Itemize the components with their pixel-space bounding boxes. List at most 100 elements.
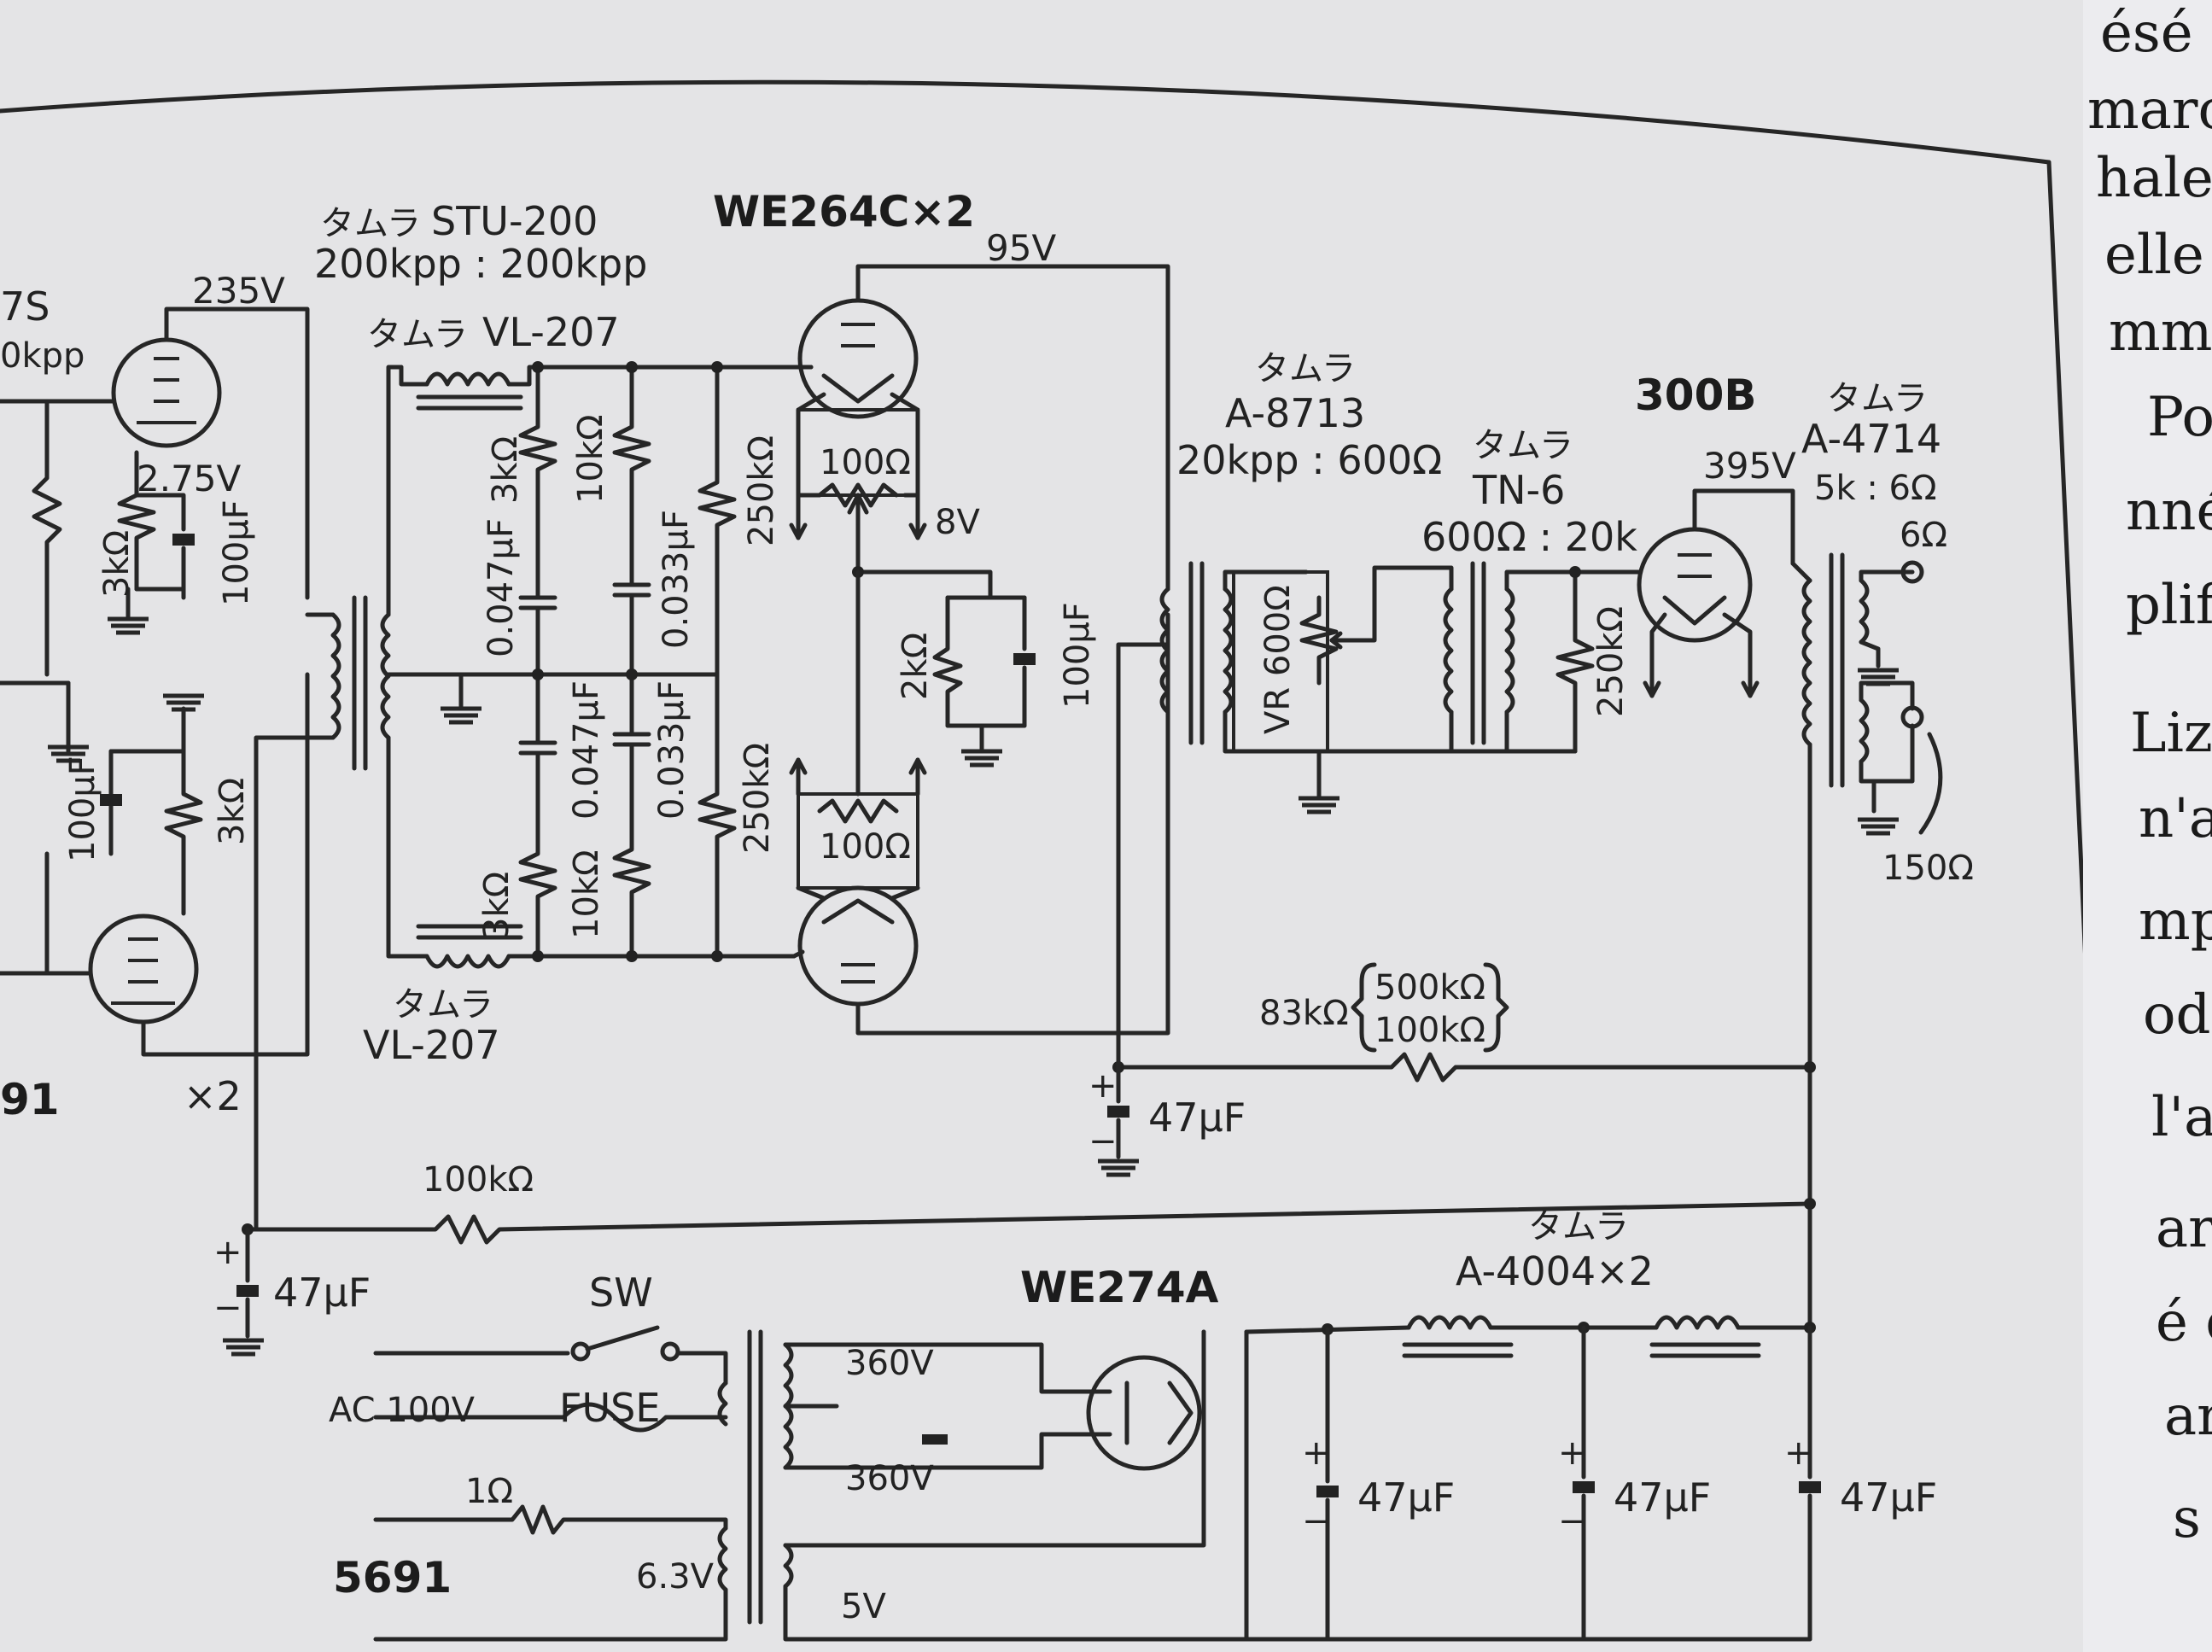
rectifier-label: WE274A (1020, 1263, 1219, 1312)
facing-line: elle (2104, 224, 2204, 287)
output-stage: 300B 395V タムラ A-4714 5k : 6Ω 6Ω 150Ω (1635, 371, 1974, 1343)
r-500k: 500kΩ (1374, 968, 1485, 1007)
c-47-fb: 47μF (1148, 1095, 1246, 1141)
tube-multiplier: ×2 (184, 1073, 242, 1119)
facing-line: mmerc (2109, 301, 2212, 364)
a4714-model: A-4714 (1801, 416, 1941, 462)
facing-line: n'a (2139, 787, 2212, 850)
facing-line: Pour (2147, 386, 2212, 449)
voltage-360b: 360V (845, 1459, 934, 1498)
tap-6: 6Ω (1900, 516, 1947, 555)
r-100-top: 100Ω (820, 443, 911, 482)
vr-600: VR 600Ω (1258, 585, 1298, 734)
transformer-a8713: タムラ A-8713 20kpp : 600Ω VR 600Ω (1116, 349, 1578, 1036)
voltage-360a: 360V (845, 1344, 934, 1383)
tn6-model: TN-6 (1472, 467, 1565, 513)
page-top-rule (0, 79, 2051, 165)
rc-network: 3kΩ 10kΩ 0.047μF 0.033μF 250kΩ 0.047μF 0… (441, 361, 781, 962)
facing-line: an (2164, 1385, 2212, 1448)
plus-sign-psu2: + (1558, 1433, 1587, 1473)
r-3k-b: 3kΩ (213, 778, 252, 845)
c-47-psu3: 47μF (1840, 1474, 1937, 1521)
a8713-model: A-8713 (1225, 390, 1365, 436)
c-100-a: 100μF (217, 499, 256, 606)
tn6-maker: タムラ (1473, 426, 1573, 465)
facing-line: plific (2126, 574, 2212, 637)
plus-sign-left: + (213, 1233, 242, 1272)
vl207-bottom-maker: タムラ (393, 985, 493, 1024)
voltage-2-75: 2.75V (137, 458, 242, 499)
r-250k-tn: 250kΩ (1591, 606, 1631, 717)
facing-line: s (2173, 1487, 2201, 1550)
r-100k-fb: 100kΩ (1374, 1011, 1485, 1050)
choke-top: タムラ VL-207 (367, 309, 814, 411)
c-100-b: 100μF (63, 756, 102, 862)
a8713-maker: タムラ (1255, 349, 1356, 388)
a4004-maker: タムラ (1528, 1207, 1629, 1246)
voltage-8: 8V (935, 503, 980, 542)
r-1: 1Ω (465, 1472, 513, 1511)
facing-line: mpo (2139, 890, 2212, 953)
tap-150: 150Ω (1882, 849, 1974, 888)
minus-sign-psu1: − (1302, 1502, 1331, 1541)
output-label: 300B (1635, 371, 1756, 420)
driver-label: WE264C×2 (713, 187, 975, 236)
voltage-235: 235V (192, 270, 285, 312)
r-250k-bot: 250kΩ (738, 743, 777, 854)
plus-sign-fb: + (1088, 1066, 1118, 1106)
plus-sign-psu3: + (1784, 1433, 1813, 1473)
stu200-ratio: 200kpp : 200kpp (314, 241, 647, 287)
a4714-maker: タムラ (1827, 379, 1928, 418)
voltage-5: 5V (841, 1587, 886, 1626)
c-033-bot: 0.033μF (652, 680, 692, 820)
switch-label: SW (589, 1270, 653, 1316)
c-047-top: 0.047μF (482, 518, 521, 657)
tube-load-top: 0kpp (0, 336, 85, 376)
a4004-model: A-4004×2 (1456, 1248, 1654, 1294)
rectifier-tube (1086, 1355, 1202, 1471)
c-100-mid: 100μF (1058, 602, 1097, 709)
facing-line: ésé (2100, 2, 2193, 65)
facing-page-text: ésé marche haleure elle mmerc Pour nné l… (2087, 2, 2212, 1550)
driver-stage: WE264C×2 95V 100Ω 8V 2kΩ 100μF 100Ω (713, 187, 1170, 1036)
voltage-395: 395V (1703, 445, 1796, 487)
input-stage: 7S 0kpp 235V 2.75V 3kΩ 100μF 100μF 3kΩ 9… (0, 270, 310, 1124)
r-100-bot: 100Ω (820, 827, 911, 867)
vl207-top-maker: タムラ (367, 315, 468, 354)
r-83k: 83kΩ (1259, 994, 1349, 1033)
voltage-95: 95V (986, 227, 1056, 269)
tube-label-top: 7S (0, 283, 50, 330)
stu200-model: STU-200 (431, 198, 598, 244)
tn6-ratio: 600Ω : 20k (1421, 514, 1637, 560)
facing-line: Liz (2130, 702, 2212, 765)
a8713-ratio: 20kpp : 600Ω (1176, 437, 1442, 483)
interstage-transformer: タムラ STU-200 200kpp : 200kpp (254, 198, 647, 1057)
r-10k-top: 10kΩ (571, 414, 610, 504)
r-100k-psu: 100kΩ (423, 1160, 534, 1200)
bplus-rails: + − 47μF 83kΩ 500kΩ 100kΩ + − 47μF 100kΩ (213, 962, 1816, 1354)
c-47-psu1: 47μF (1357, 1474, 1455, 1521)
c-47-left: 47μF (273, 1270, 371, 1316)
choke-bottom: タムラ VL-207 (363, 924, 797, 1068)
r-2k: 2kΩ (896, 633, 935, 700)
c-047-bot: 0.047μF (567, 680, 606, 820)
facing-line: marche (2087, 79, 2212, 142)
power-supply: + + + − − 47μF 47μF 47μF SW FUSE AC 100V… (329, 1207, 1937, 1642)
r-250k-top: 250kΩ (742, 435, 781, 546)
voltage-6-3: 6.3V (636, 1557, 715, 1597)
facing-line: odes (2143, 984, 2212, 1047)
r-10k-bot: 10kΩ (567, 849, 606, 939)
c-033-top: 0.033μF (657, 510, 696, 649)
facing-line: ars (2156, 1197, 2212, 1260)
minus-sign-fb: − (1088, 1122, 1118, 1161)
transformer-tn6: タムラ TN-6 600Ω : 20k 250kΩ (1363, 426, 1642, 754)
c-47-psu2: 47μF (1614, 1474, 1711, 1521)
heater-tube-label: 5691 (333, 1553, 452, 1602)
facing-line: nné l' (2126, 480, 2212, 543)
r-3k-top: 3kΩ (486, 436, 525, 504)
r-3k-a: 3kΩ (97, 530, 137, 598)
stu200-maker: タムラ (320, 204, 421, 243)
fuse-label: FUSE (559, 1385, 660, 1431)
minus-sign-psu2: − (1558, 1502, 1587, 1541)
facing-line: l'aid (2151, 1086, 2212, 1149)
